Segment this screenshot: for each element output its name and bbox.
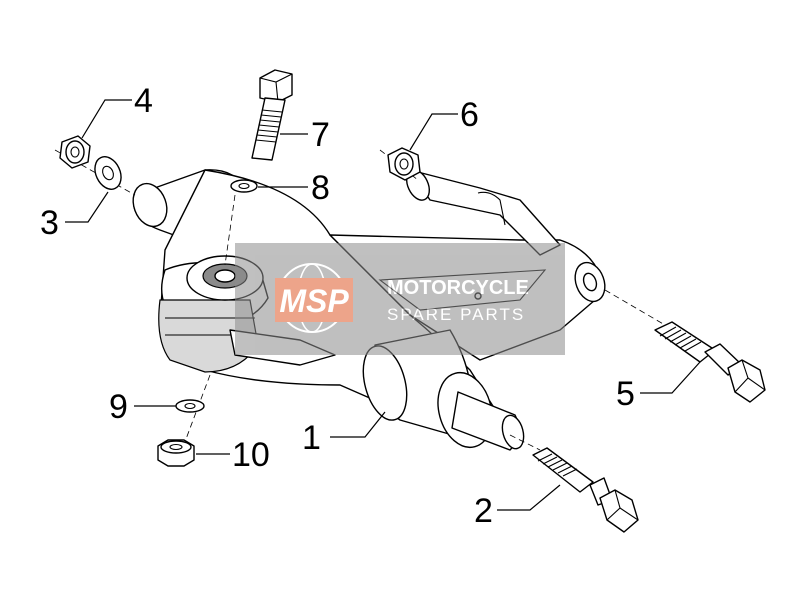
bolt-part-7 bbox=[251, 69, 293, 161]
leader-4 bbox=[81, 99, 132, 139]
leader-lines bbox=[65, 99, 701, 511]
msp-logo-text: MSP bbox=[279, 283, 349, 319]
watermark-line2: SPARE PARTS bbox=[387, 305, 525, 324]
msp-logo-box bbox=[275, 278, 353, 322]
nut-part-10 bbox=[157, 439, 195, 467]
callout-10: 10 bbox=[232, 436, 270, 474]
callout-1: 1 bbox=[302, 419, 321, 457]
leader-6 bbox=[409, 113, 458, 151]
leader-1 bbox=[330, 411, 386, 438]
washer-part-3 bbox=[94, 156, 122, 190]
leader-3 bbox=[65, 191, 109, 223]
callout-5: 5 bbox=[616, 375, 635, 413]
callout-6: 6 bbox=[460, 96, 479, 134]
callout-3: 3 bbox=[40, 204, 59, 242]
washer-part-8 bbox=[230, 179, 258, 193]
watermark-line1: MOTORCYCLE bbox=[387, 277, 529, 299]
callout-2: 2 bbox=[474, 492, 493, 530]
leader-5 bbox=[640, 361, 701, 394]
watermark: MSP MOTORCYCLE SPARE PARTS bbox=[235, 243, 565, 355]
callout-4: 4 bbox=[134, 82, 153, 120]
washer-part-9 bbox=[175, 399, 205, 413]
bolt-part-2 bbox=[532, 447, 639, 533]
callout-8: 8 bbox=[311, 169, 330, 207]
callout-7: 7 bbox=[311, 116, 330, 154]
leader-2 bbox=[497, 484, 561, 511]
nut-part-6 bbox=[387, 147, 421, 181]
callout-9: 9 bbox=[109, 388, 128, 426]
nut-part-4 bbox=[59, 135, 91, 169]
bolt-part-5 bbox=[654, 321, 766, 403]
callout-numbers: 1 2 3 4 5 6 7 8 9 10 bbox=[40, 82, 635, 530]
